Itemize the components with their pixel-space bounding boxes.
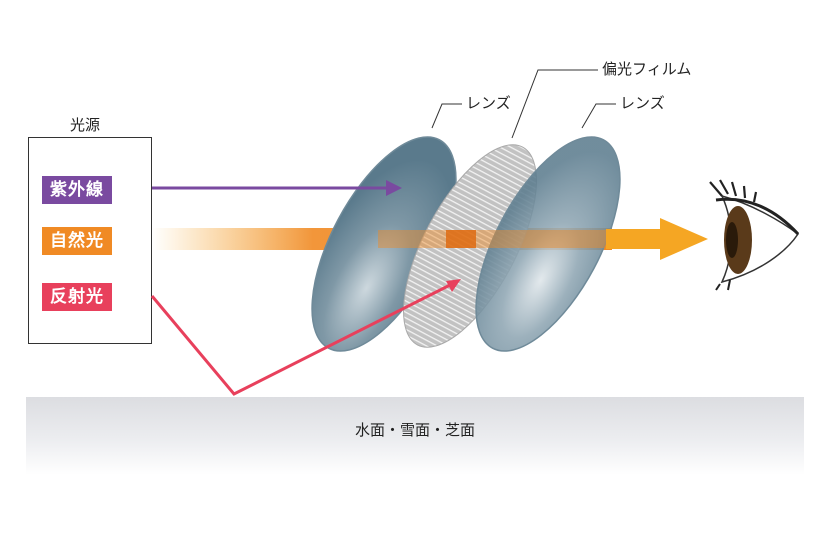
- uv-arrow: [152, 180, 402, 196]
- light-source-box: 紫外線 自然光 反射光: [28, 137, 152, 344]
- light-source-title: 光源: [70, 116, 101, 134]
- natural-light-chip: 自然光: [42, 227, 112, 255]
- callout-line-back-lens: [581, 103, 616, 129]
- natural-light-arrow-out: [606, 218, 708, 260]
- uv-chip: 紫外線: [42, 176, 112, 204]
- callout-front-lens-label: レンズ: [466, 94, 511, 112]
- back-lens: [475, 136, 621, 352]
- reflected-light-path: [150, 279, 461, 396]
- natural-light-through-film: [446, 230, 476, 248]
- eye-icon: [709, 179, 800, 291]
- reflective-surface: 水面・雪面・芝面: [26, 397, 804, 475]
- natural-light-through-front: [378, 230, 446, 248]
- callout-back-lens-label: レンズ: [620, 94, 665, 112]
- callout-line-film: [511, 69, 598, 139]
- callout-film-label: 偏光フィルム: [602, 60, 692, 78]
- surface-label: 水面・雪面・芝面: [354, 421, 475, 439]
- reflected-light-chip: 反射光: [42, 283, 112, 311]
- callout-line-front-lens: [431, 103, 462, 129]
- natural-light-through-back: [476, 230, 606, 248]
